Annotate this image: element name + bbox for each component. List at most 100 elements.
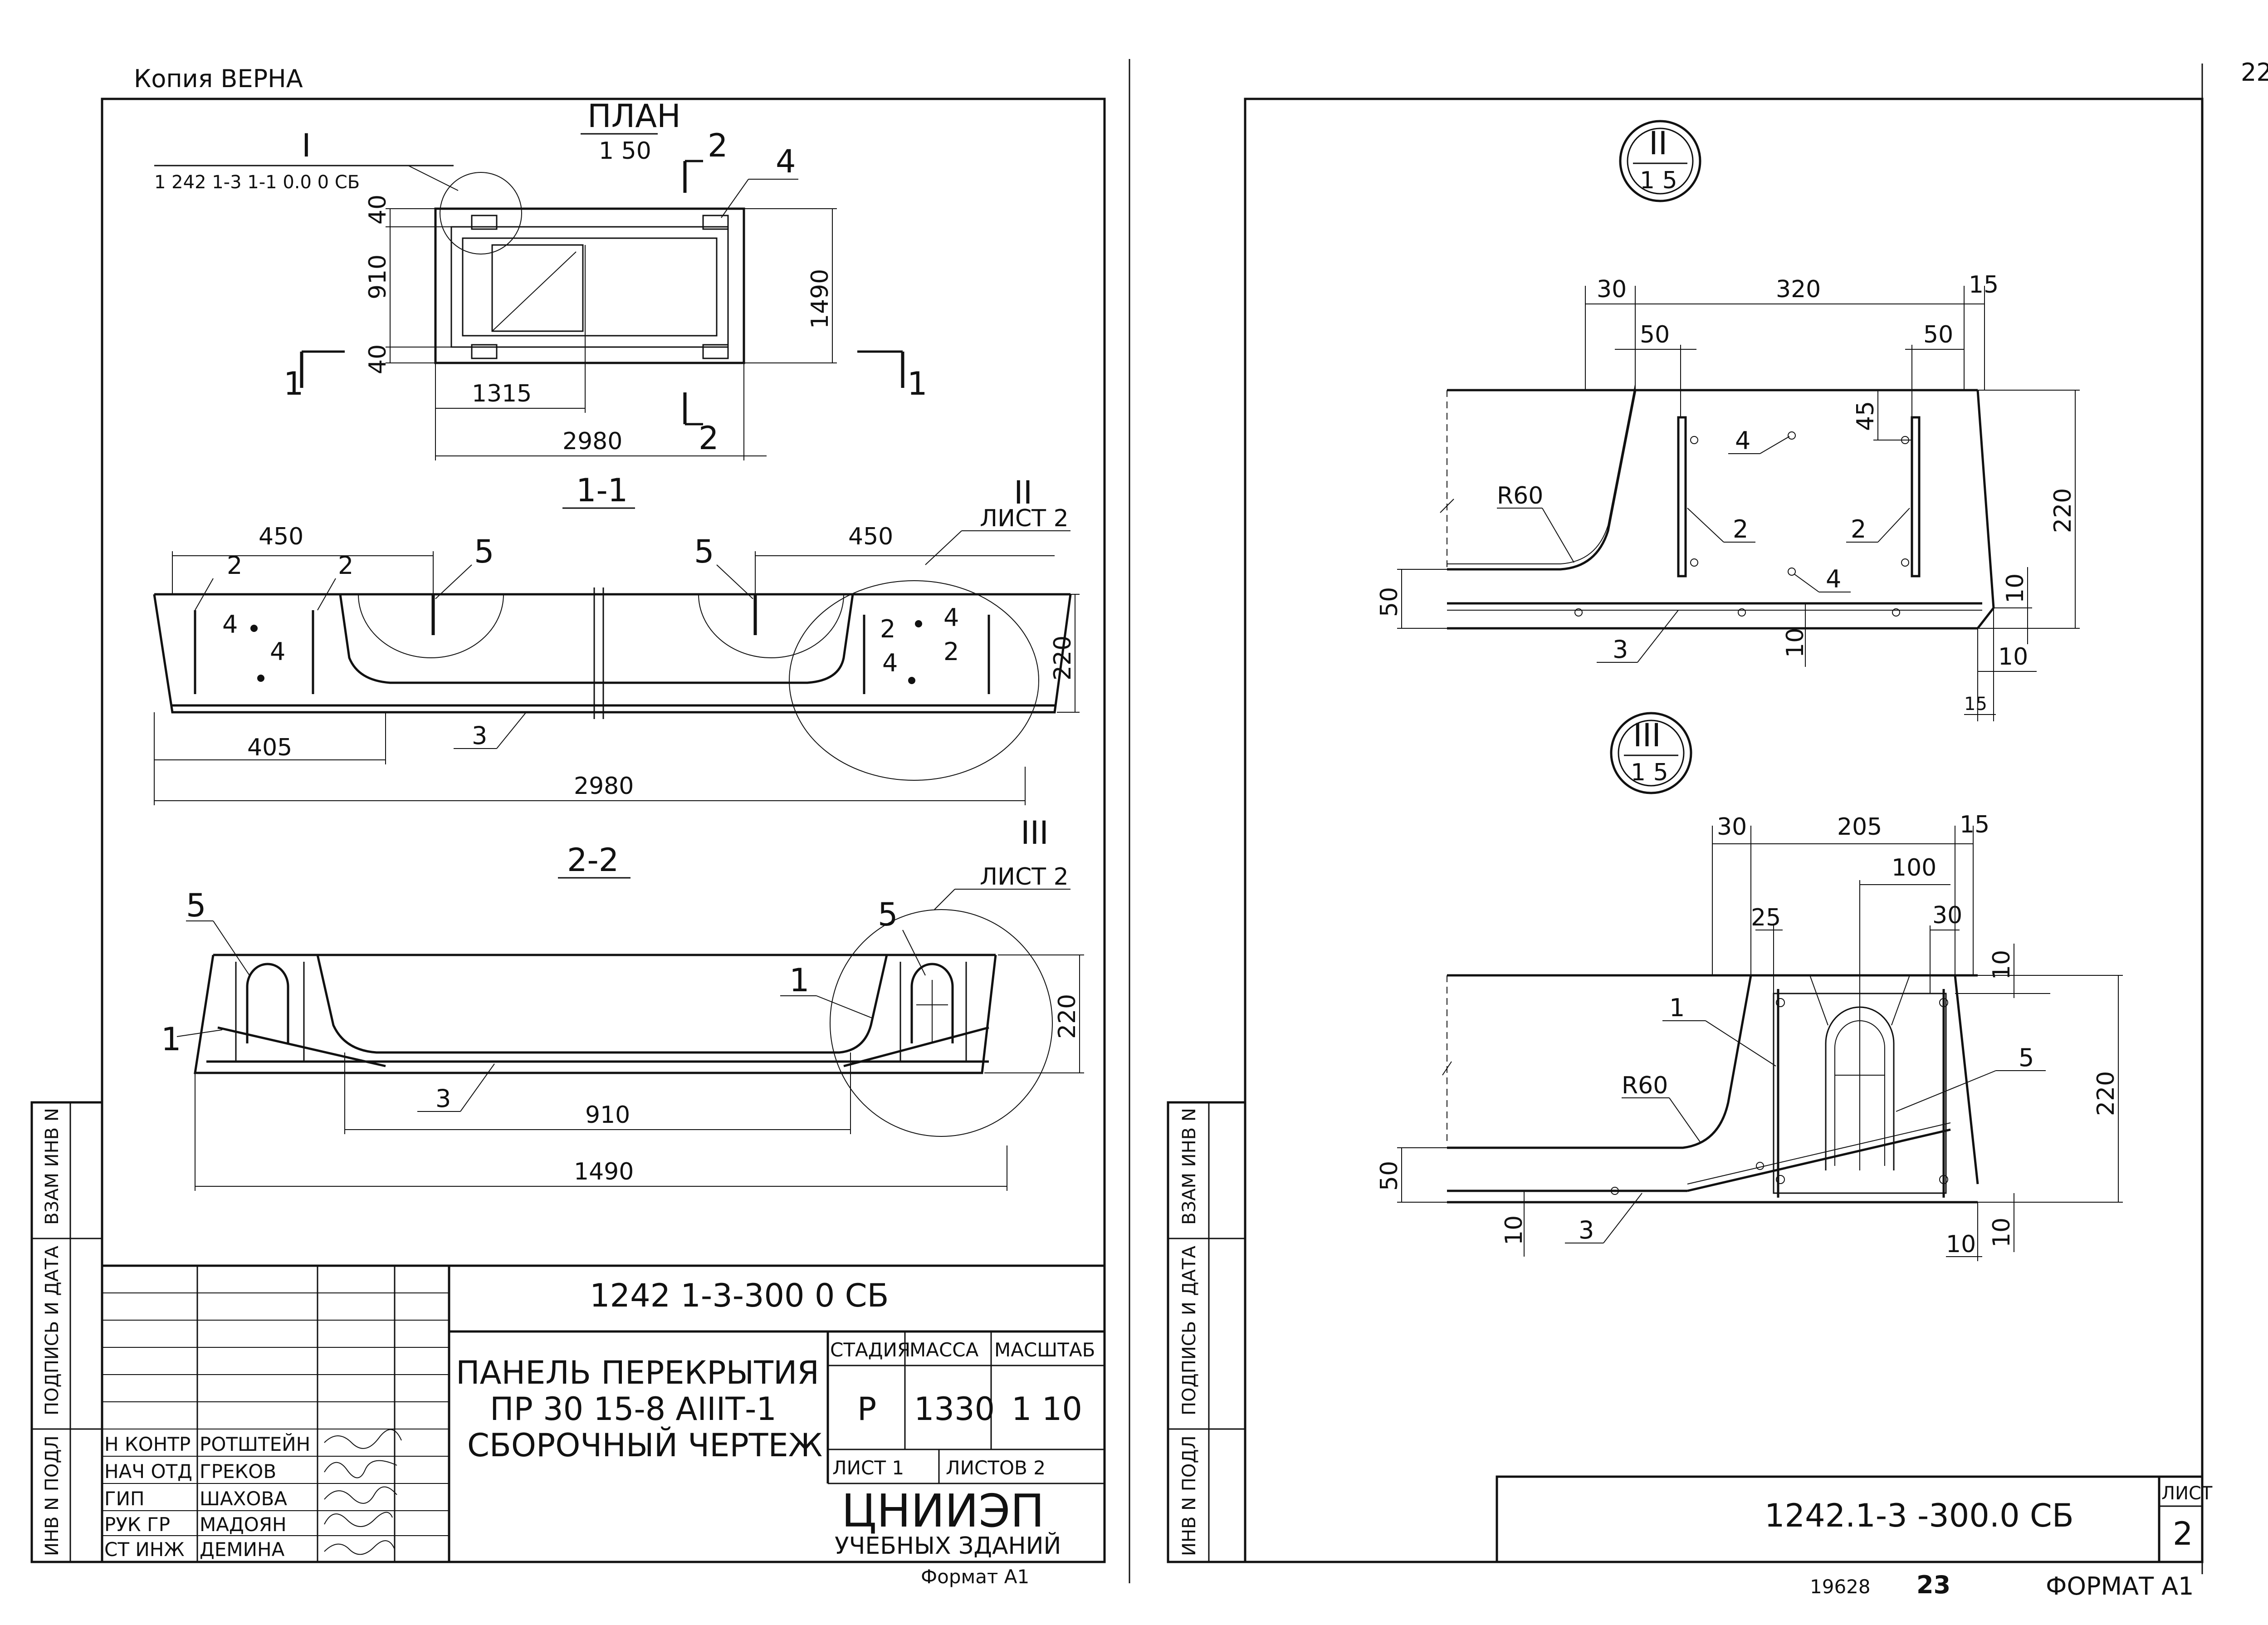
role-5: СТ ИНЖ bbox=[104, 1538, 185, 1561]
section11-pos-5a: 5 bbox=[474, 533, 494, 570]
detailII-dim-15a: 15 bbox=[1969, 271, 1999, 299]
side-stamp-1: ВЗАМ ИНВ N bbox=[42, 1108, 63, 1225]
detailIII-dim-30b: 30 bbox=[1932, 902, 1962, 929]
name-2: ГРЕКОВ bbox=[200, 1460, 276, 1483]
value-scale: 1 10 bbox=[1012, 1390, 1082, 1428]
detailIII-dim-205: 205 bbox=[1837, 813, 1882, 841]
sheet2-side-stamp-1: ВЗАМ ИНВ N bbox=[1179, 1108, 1200, 1225]
detailII-radius: R60 bbox=[1497, 482, 1543, 509]
section11-title: 1-1 bbox=[576, 472, 628, 509]
plan-title: ПЛАН bbox=[587, 98, 681, 135]
section22-title: 2-2 bbox=[567, 842, 619, 879]
section11-pos-2d: 2 bbox=[943, 637, 959, 666]
section22-pos-3: 3 bbox=[435, 1084, 451, 1113]
detailII-dim-50b: 50 bbox=[1923, 321, 1953, 348]
detailII-dim-10b: 10 bbox=[1998, 643, 2028, 671]
role-4: РУК ГР bbox=[104, 1513, 170, 1536]
detail-II: II 1 5 30 320 15 50 bbox=[1376, 120, 2080, 721]
detailII-pos-4a: 4 bbox=[1735, 426, 1750, 455]
detailIII-dim-220: 220 bbox=[2092, 1071, 2120, 1116]
col-scale: МАСШТАБ bbox=[994, 1339, 1095, 1361]
org-subname: УЧЕБНЫХ ЗДАНИЙ bbox=[835, 1532, 1061, 1560]
detailIII-dim-10b: 10 bbox=[1988, 1218, 2015, 1248]
sheet1-frame: ВЗАМ ИНВ N ПОДПИСЬ И ДАТА ИНВ N ПОДЛ bbox=[30, 98, 1106, 1563]
copy-stamp: Копия ВЕРНА bbox=[134, 64, 303, 93]
detailII-dim-15b: 15 bbox=[1964, 694, 1987, 715]
section22-callout-III: III bbox=[1021, 814, 1049, 852]
section11-pos-4a: 4 bbox=[222, 610, 238, 639]
side-stamp-2: ПОДПИСЬ И ДАТА bbox=[42, 1245, 63, 1415]
col-mass: МАССА bbox=[909, 1339, 979, 1361]
section22-dim-910: 910 bbox=[585, 1101, 630, 1129]
sheet2-title-block: 1242.1-3 -300.0 СБ ЛИСТ 2 19628 23 ФОРМА… bbox=[1496, 1475, 2213, 1601]
signature-1 bbox=[324, 1429, 402, 1449]
detailII-dim-50a: 50 bbox=[1640, 321, 1670, 348]
detailIII-pos-1: 1 bbox=[1669, 994, 1685, 1022]
name-3: ШАХОВА bbox=[200, 1488, 287, 1510]
section11-dim-405: 405 bbox=[247, 734, 292, 761]
plan-cut-2-bottom: 2 bbox=[699, 420, 719, 457]
role-3: ГИП bbox=[104, 1488, 145, 1510]
page-number: 22 bbox=[2241, 58, 2268, 87]
section22-dim-1490: 1490 bbox=[574, 1158, 634, 1185]
detailII-dim-220: 220 bbox=[2049, 488, 2077, 533]
sheet1-format: Формат А1 bbox=[921, 1566, 1029, 1588]
section22-dim-220: 220 bbox=[1054, 994, 1081, 1039]
detailIII-pos-5: 5 bbox=[2019, 1043, 2034, 1072]
section11-pos-3: 3 bbox=[472, 721, 487, 750]
name-5: ДЕМИНА bbox=[200, 1538, 285, 1561]
detail-III: III 1 5 30 205 15 bbox=[1376, 712, 2123, 1261]
plan-cut-1-right: 1 bbox=[907, 365, 928, 402]
plan-dim-910: 910 bbox=[364, 255, 391, 299]
signature-4 bbox=[324, 1512, 393, 1527]
sheet1-title-block: Н КОНТР РОТШТЕЙН НАЧ ОТД ГРЕКОВ ГИП ШАХО… bbox=[102, 1264, 1105, 1588]
name-1: РОТШТЕЙН bbox=[200, 1433, 310, 1455]
detailIII-radius: R60 bbox=[1622, 1072, 1668, 1099]
title-block-doc-code: 1242 1-3-300 0 СБ bbox=[590, 1277, 889, 1314]
section11-dim-450b: 450 bbox=[848, 523, 893, 550]
detailIII-dim-50: 50 bbox=[1376, 1161, 1403, 1191]
detailIII-pos-3: 3 bbox=[1579, 1216, 1594, 1244]
detailIII-dim-10a: 10 bbox=[1988, 950, 2015, 980]
plan-callout-I: I bbox=[302, 127, 311, 164]
title-line-3: СБОРОЧНЫЙ ЧЕРТЕЖ bbox=[467, 1427, 822, 1464]
value-sheets: ЛИСТОВ 2 bbox=[946, 1457, 1046, 1479]
plan-cut-1-left: 1 bbox=[284, 365, 304, 402]
signature-3 bbox=[324, 1486, 397, 1504]
section11-pos-2b: 2 bbox=[338, 551, 353, 580]
sheet2-frame: ВЗАМ ИНВ N ПОДПИСЬ И ДАТА ИНВ N ПОДЛ bbox=[1167, 98, 2204, 1563]
detailII-pos-3: 3 bbox=[1613, 635, 1628, 664]
detailII-callout-bottom: 1 5 bbox=[1640, 167, 1677, 194]
col-stage: СТАДИЯ bbox=[830, 1339, 910, 1361]
name-4: МАДОЯН bbox=[200, 1513, 287, 1536]
signature-2 bbox=[324, 1460, 397, 1478]
title-line-2: ПР 30 15-8 АIIIТ-1 bbox=[490, 1390, 777, 1428]
section11-callout-sheet: ЛИСТ 2 bbox=[980, 505, 1069, 532]
detailIII-dim-100: 100 bbox=[1892, 854, 1936, 881]
sheet2-side-stamp-2: ПОДПИСЬ И ДАТА bbox=[1179, 1245, 1200, 1415]
plan-dim-40b: 40 bbox=[364, 344, 391, 374]
sheet2-side-stamp-3: ИНВ N ПОДЛ bbox=[1179, 1435, 1200, 1556]
section11-pos-2a: 2 bbox=[227, 551, 242, 580]
signature-5 bbox=[324, 1540, 395, 1555]
detailII-dim-30: 30 bbox=[1597, 276, 1627, 303]
detailII-dim-50left: 50 bbox=[1376, 587, 1403, 617]
plan-callout-ref: 1 242 1-3 1-1 0.0 0 СБ bbox=[154, 172, 360, 193]
plan-view: ПЛАН 1 50 I 1 242 1-3 1-1 0.0 0 СБ 40 91… bbox=[154, 98, 928, 460]
footer-number: 19628 bbox=[1810, 1576, 1871, 1598]
sheet2-sheet-label: ЛИСТ bbox=[2161, 1483, 2213, 1504]
section11-pos-2c: 2 bbox=[880, 615, 895, 643]
section11-pos-4c: 4 bbox=[882, 649, 898, 677]
plan-scale: 1 50 bbox=[599, 137, 651, 165]
section11-pos-4d: 4 bbox=[943, 603, 959, 632]
sheet2-sheet-number: 2 bbox=[2173, 1515, 2193, 1552]
org-name: ЦНИИЭП bbox=[841, 1484, 1044, 1537]
detailIII-callout-bottom: 1 5 bbox=[1631, 759, 1668, 786]
plan-pos-4: 4 bbox=[776, 143, 796, 180]
role-2: НАЧ ОТД bbox=[104, 1460, 192, 1483]
detailII-dim-10a: 10 bbox=[2002, 573, 2029, 603]
sheet2-doc-code: 1242.1-3 -300.0 СБ bbox=[1765, 1497, 2074, 1534]
section11-pos-5b: 5 bbox=[694, 533, 714, 570]
detailII-pos-4b: 4 bbox=[1826, 565, 1841, 593]
